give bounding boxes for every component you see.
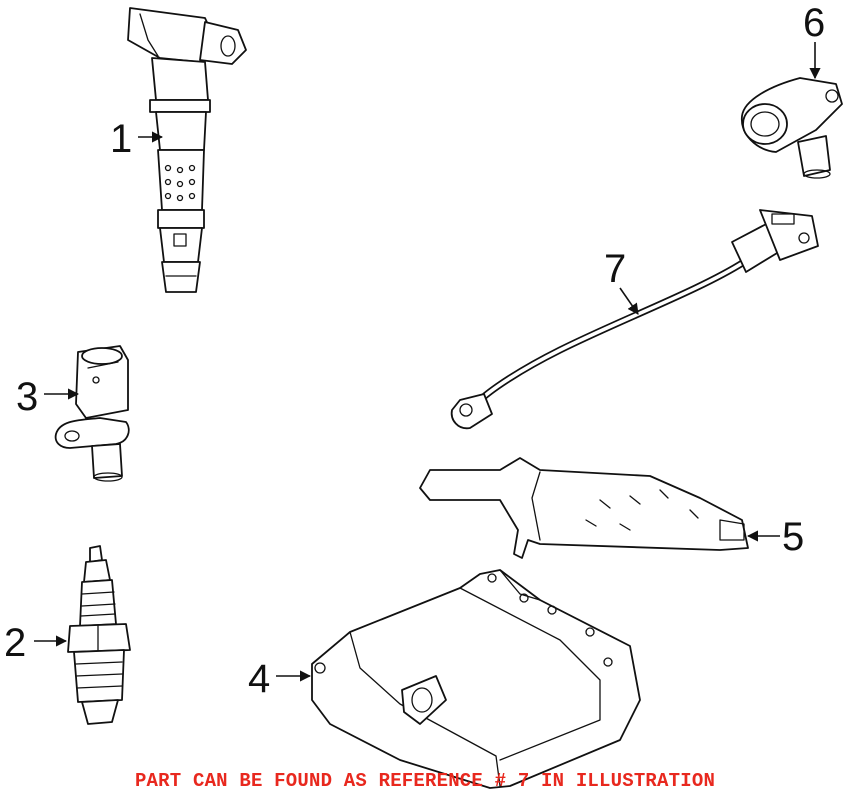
leader-arrows: [34, 42, 821, 682]
callout-7: 7: [604, 247, 626, 291]
spark-plug: [67, 545, 131, 725]
callout-6: 6: [803, 1, 825, 45]
camshaft-sensor: [741, 77, 843, 179]
position-sensor: [54, 345, 130, 482]
engine-control-module: [311, 569, 641, 789]
callout-2: 2: [4, 621, 26, 665]
ignition-coil: [127, 7, 247, 293]
callout-1: 1: [110, 117, 132, 161]
reference-note: PART CAN BE FOUND AS REFERENCE # 7 IN IL…: [134, 770, 716, 792]
callout-3: 3: [16, 375, 38, 419]
control-unit-bracket: [419, 457, 749, 559]
callout-4: 4: [248, 657, 270, 701]
knock-sensor: [450, 209, 819, 430]
callout-5: 5: [782, 515, 804, 559]
